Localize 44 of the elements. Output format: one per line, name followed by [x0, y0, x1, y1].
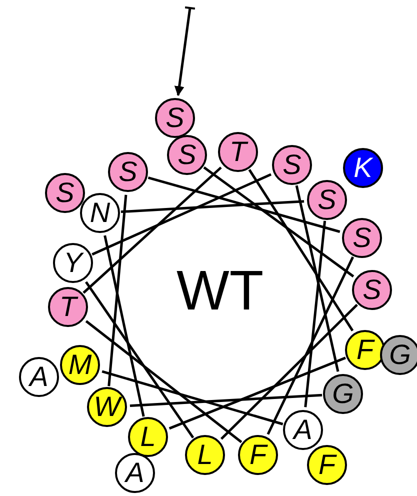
residue-circle: F: [238, 435, 278, 475]
residue-circle: G: [323, 374, 363, 414]
connector-line: [248, 169, 354, 332]
residue-circle: L: [128, 417, 168, 457]
residue-circle: T: [218, 132, 258, 172]
residue-circle: N: [80, 193, 120, 233]
connector-line: [104, 235, 145, 417]
connector-line: [102, 370, 284, 426]
residue-circle: A: [283, 410, 323, 450]
residue-circle: S: [342, 218, 382, 258]
residue-circle: S: [307, 180, 347, 220]
residue-circle: S: [272, 145, 312, 185]
residue-circle: Y: [53, 243, 93, 283]
residue-circle: K: [343, 148, 383, 188]
connector-line: [304, 220, 326, 408]
connector-line: [130, 394, 322, 407]
connector-line: [85, 281, 194, 438]
residue-circle: L: [185, 435, 225, 475]
wheel-label: WT: [175, 258, 265, 322]
residue-circle: A: [19, 357, 59, 397]
arrow: [174, 6, 196, 96]
residue-circle: S: [108, 152, 148, 192]
connector-line: [295, 185, 340, 372]
residue-circle: W: [87, 387, 127, 427]
residue-circle: S: [167, 135, 207, 175]
connector-line: [120, 200, 304, 214]
connector-line: [85, 320, 242, 444]
residue-circle: A: [115, 453, 155, 493]
connector-line: [168, 356, 346, 430]
connector-line: [220, 304, 358, 440]
connector-line: [203, 166, 354, 278]
residue-circle: M: [60, 345, 100, 385]
residue-circle: F: [307, 445, 347, 485]
connector-line: [266, 256, 354, 435]
residue-circle: G: [380, 335, 417, 375]
residue-circle: S: [352, 270, 392, 310]
connector-line: [148, 176, 340, 233]
residue-circle: S: [155, 98, 195, 138]
connector-line: [108, 194, 128, 386]
residue-circle: S: [45, 173, 85, 213]
connector-line: [92, 173, 272, 256]
residue-circle: F: [345, 330, 385, 370]
residue-circle: T: [48, 287, 88, 327]
connector-line: [82, 166, 222, 294]
